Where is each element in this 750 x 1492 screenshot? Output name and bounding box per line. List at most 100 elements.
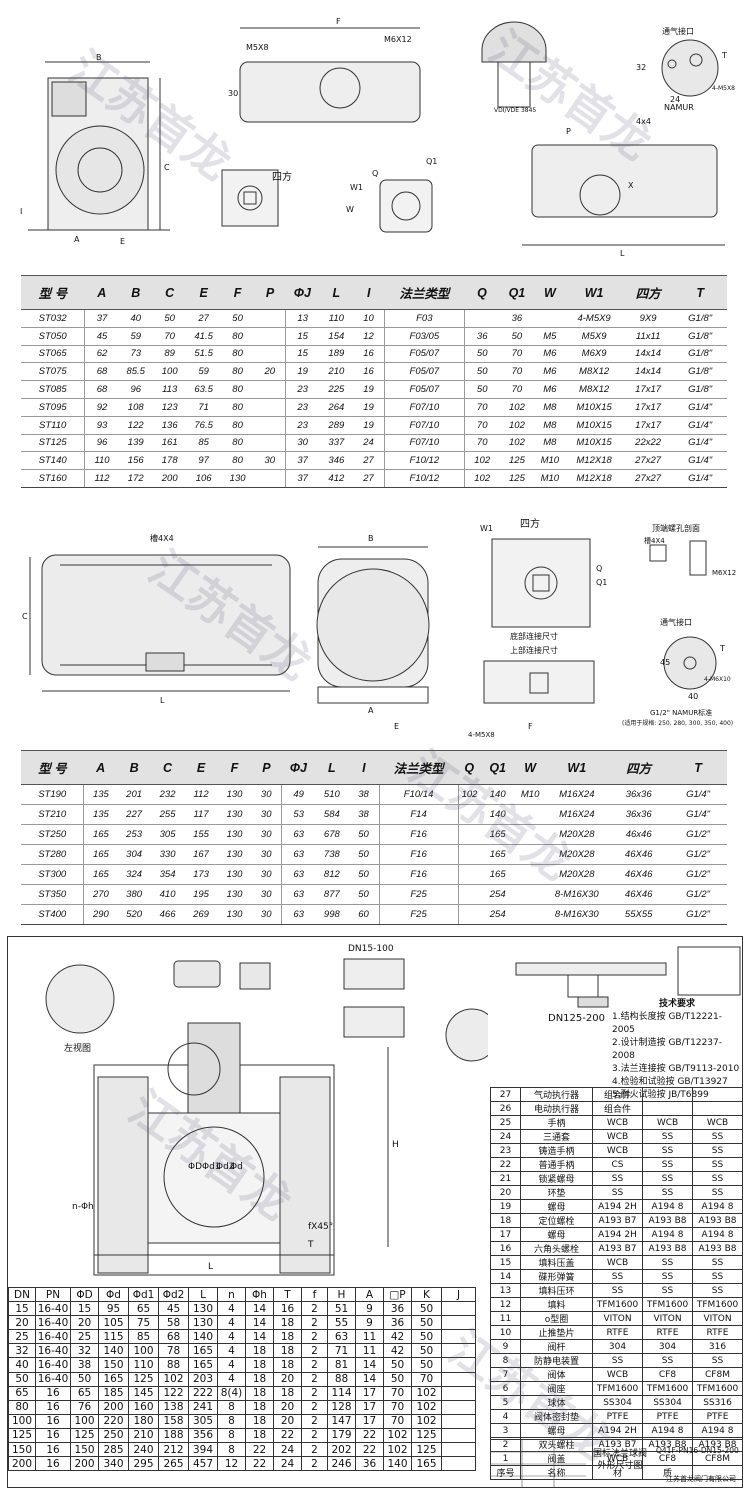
table-cell: ST065 xyxy=(21,345,85,364)
table-cell: 27 xyxy=(353,469,385,488)
table-cell: 50 xyxy=(463,345,500,364)
table-cell: 998 xyxy=(315,904,349,925)
table-cell: 30 xyxy=(251,904,282,925)
table-cell: 70 xyxy=(463,398,500,417)
table-cell xyxy=(457,844,481,865)
table-cell: 20 xyxy=(70,1315,99,1331)
table-cell: 球体 xyxy=(520,1395,593,1410)
table-cell: 24 xyxy=(273,1456,302,1472)
table-cell: 30 xyxy=(251,884,282,905)
table-cell: 20 xyxy=(273,1371,302,1387)
table-cell: 36 xyxy=(355,1456,384,1472)
table-cell xyxy=(441,1399,476,1415)
col-header: n xyxy=(217,1286,246,1303)
table-cell: 202 xyxy=(327,1442,356,1458)
table-cell: 21 xyxy=(490,1171,521,1186)
table-cell: F14 xyxy=(378,804,459,825)
table-cell: 102 xyxy=(499,416,535,435)
col-header: 型 号 xyxy=(21,750,84,785)
table-cell xyxy=(441,1427,476,1444)
table-cell: 68 xyxy=(84,380,119,399)
label-phi-d2: Φd2 xyxy=(216,1162,235,1172)
table-cell: 42 xyxy=(383,1329,412,1345)
table-cell: 85 xyxy=(186,434,221,453)
table-cell: F07/10 xyxy=(383,434,465,453)
table-cell: 50 xyxy=(70,1371,99,1387)
table-cell: 22x22 xyxy=(622,434,674,453)
table-cell: 20 xyxy=(254,362,286,382)
col-header: W1 xyxy=(565,275,623,310)
table-cell xyxy=(457,904,481,925)
table-cell: 15 xyxy=(8,1301,36,1317)
table-cell: 78 xyxy=(158,1343,189,1359)
table-cell: 18 xyxy=(245,1385,274,1401)
col-header: 法兰类型 xyxy=(379,750,459,785)
table-cell: 2 xyxy=(301,1301,328,1317)
table-cell: 80 xyxy=(220,451,255,471)
table-cell: 270 xyxy=(83,884,118,905)
table-cell: 4 xyxy=(217,1371,246,1387)
table-cell: 阀杆 xyxy=(520,1339,593,1354)
table-cell: 510 xyxy=(315,784,349,805)
label-sifang: 四方 xyxy=(272,170,292,183)
table-cell: M12X18 xyxy=(565,451,623,471)
label-namur: G1/2" NAMUR标准 xyxy=(650,708,712,717)
label-namur2: (适用于规格: 250, 280, 300, 350, 400) xyxy=(622,719,733,727)
table-cell: 38 xyxy=(70,1357,99,1373)
col-header: 法兰类型 xyxy=(384,275,465,310)
table-cell: 102 xyxy=(411,1399,442,1415)
label-B: B xyxy=(96,53,102,62)
table-cell: ST085 xyxy=(21,380,85,399)
table-cell xyxy=(692,1101,743,1116)
table-cell: 17x17 xyxy=(622,416,674,435)
table-cell: 50 xyxy=(463,380,500,399)
label-B: B xyxy=(368,534,374,543)
tech-item: 4.检验和试验按 GB/T13927 xyxy=(612,1077,728,1087)
table-cell: 139 xyxy=(118,434,153,453)
table-cell: 240 xyxy=(128,1442,159,1458)
table-cell: 70 xyxy=(383,1399,412,1415)
table-cell: ST050 xyxy=(21,327,85,346)
label-24: 24 xyxy=(670,95,680,104)
table-cell: 4 xyxy=(217,1357,246,1373)
table-cell: M5 xyxy=(534,327,566,346)
table-cell: 178 xyxy=(152,451,187,471)
table-cell: 16 xyxy=(353,362,385,382)
table-cell: ST095 xyxy=(21,398,85,417)
table-cell: 304 xyxy=(592,1339,643,1354)
label-4m6: 4-M6X10 xyxy=(704,676,731,683)
table-cell xyxy=(514,824,546,845)
table-cell: 17x17 xyxy=(622,398,674,417)
table-cell: 201 xyxy=(117,784,151,805)
table-cell: 16-40 xyxy=(35,1357,71,1373)
col-header: F xyxy=(217,750,252,785)
table-cell: A194 8 xyxy=(642,1423,693,1438)
large-actuator-drawing: 槽4X4 C L B A E F 4-M5X8 W1 四方 Q Q1 底部连接尺… xyxy=(22,517,736,739)
table-cell: 71 xyxy=(327,1343,356,1359)
table-cell: 96 xyxy=(118,380,153,399)
table-cell xyxy=(441,1442,476,1458)
table-cell: SS xyxy=(642,1171,693,1186)
table-cell xyxy=(534,309,566,328)
table-cell: 138 xyxy=(158,1399,189,1415)
table-cell: 55 xyxy=(327,1315,356,1331)
table-cell: 457 xyxy=(188,1456,218,1472)
table-cell: 50 xyxy=(348,824,380,845)
label-W1: W1 xyxy=(350,183,363,192)
table-cell: M10 xyxy=(534,451,566,471)
col-header: J xyxy=(441,1286,476,1303)
table-cell xyxy=(254,398,286,417)
table-cell: M6 xyxy=(534,345,566,364)
table-cell: 环垫 xyxy=(520,1185,593,1200)
label-airport: 通气接口 xyxy=(660,617,692,627)
table-cell: 46X46 xyxy=(608,864,670,885)
table-cell: 13 xyxy=(284,309,320,328)
table-cell: A194 2H xyxy=(592,1199,643,1214)
table-cell: 154 xyxy=(319,327,354,346)
table-cell: 112 xyxy=(184,784,218,805)
table-cell: 22 xyxy=(273,1427,302,1444)
table-cell: 16 xyxy=(35,1385,71,1401)
table-cell: 62 xyxy=(84,345,119,364)
